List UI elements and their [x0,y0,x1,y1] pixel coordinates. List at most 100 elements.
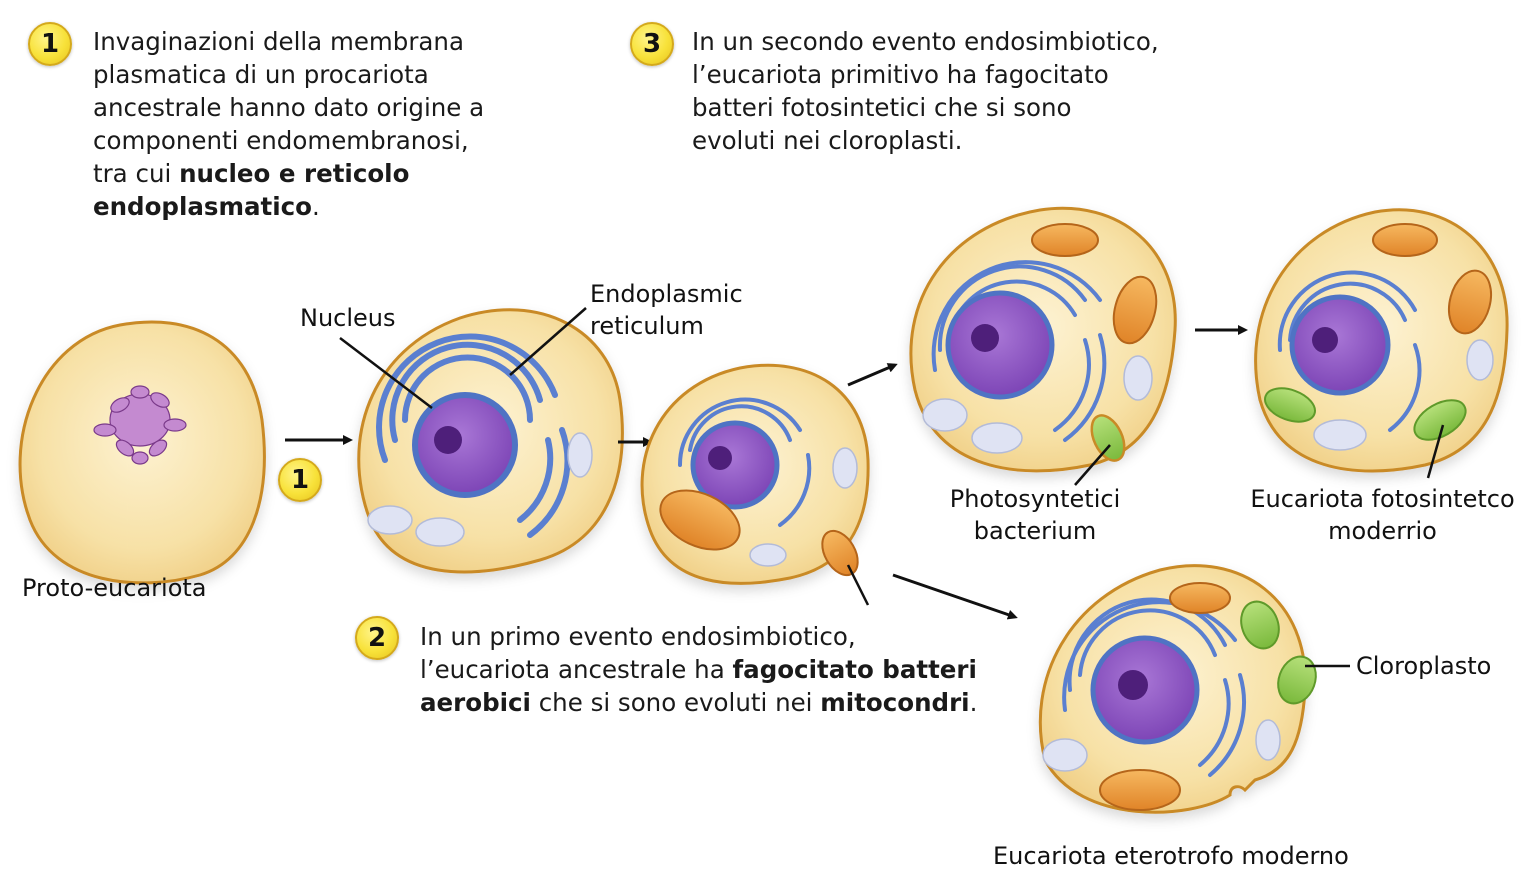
text-run: evoluti nei cloroplasti. [692,126,963,155]
step-text-line: aerobici che si sono evoluti nei mitocon… [420,686,977,719]
vacuole [415,517,465,547]
vacuole [1042,738,1088,772]
text-run: . [969,688,978,717]
chromatin-cluster [93,385,187,465]
modern-heterotroph-eukaryote-cell [1038,564,1350,814]
mitochondrion [1031,223,1099,257]
mitochondrion [1372,223,1438,257]
vacuole [1313,419,1367,451]
text-run: ancestrale hanno dato origine a [93,93,485,122]
step-badge-3: 3 [630,22,674,66]
chloroplast [1264,387,1316,423]
bold-term: mitocondri [820,688,970,717]
step-text-line: tra cui nucleo e reticolo [93,157,484,190]
text-run: l’eucariota primitivo ha fagocitato [692,60,1109,89]
mitochondrion [1169,582,1231,614]
early-eukaryote-cell [357,308,624,574]
bold-term: endoplasmatico [93,192,313,221]
vacuole [832,447,858,489]
label-er-line2: reticulum [590,312,704,340]
step-text-line: Invaginazioni della membrana [93,25,484,58]
vacuole [922,398,968,432]
text-run: . [312,192,320,221]
step-text-line: plasmatica di un procariota [93,58,484,91]
text-run: che si sono evoluti nei [530,688,821,717]
label-er-line1: Endoplasmic [590,280,743,308]
step-text-line: componenti endomembranosi, [93,124,484,157]
endoplasmic-reticulum [677,397,812,527]
nucleolus [971,324,999,352]
mitochondrion [1447,269,1493,335]
endoplasmic-reticulum [1277,270,1422,432]
text-run: Invaginazioni della membrana [93,27,464,56]
step-text-line: endoplasmatico. [93,190,484,223]
nucleus [412,392,518,498]
chloroplast [1277,655,1317,705]
label-proto-eukaryote: Proto-eucariota [22,574,207,602]
nucleolus [708,446,732,470]
step-text-line: In un primo evento endosimbiotico, [420,620,977,653]
step-2-text: In un primo evento endosimbiotico,l’euca… [420,620,977,719]
nucleolus [1312,327,1338,353]
mitochondrion [659,489,741,551]
nucleus [1289,294,1391,396]
step-text-line: l’eucariota ancestrale ha fagocitato bat… [420,653,977,686]
bacterium-pointer [846,564,870,606]
step-text-line: l’eucariota primitivo ha fagocitato [692,58,1159,91]
nucleus [945,290,1055,400]
label-chloroplast: Cloroplasto [1356,652,1492,680]
label-modern-photosynthetic: Eucariota fotosintetco moderrio [1245,483,1520,547]
arrow-step-3-up [847,363,898,387]
step-text-line: In un secondo evento endosimbiotico, [692,25,1159,58]
vacuole [1123,355,1153,401]
bold-term: nucleo e reticolo [179,159,410,188]
text-run: tra cui [93,159,180,188]
nucleolus [1118,670,1148,700]
bold-term: fagocitato batteri [732,655,977,684]
photo-bacterium-pointer [1074,444,1111,486]
arrow-to-heterotroph [892,573,1018,620]
mitochondrion [1099,769,1181,811]
ancestral-eukaryote-cell [640,363,870,606]
label-photo-bact-line1: Photosyntetici [949,485,1121,513]
label-modern-photo-line2: moderrio [1328,517,1437,545]
text-run: In un secondo evento endosimbiotico, [692,27,1159,56]
vacuole [367,505,413,535]
mitochondrion [1112,275,1158,345]
text-run: componenti endomembranosi, [93,126,469,155]
text-run: In un primo evento endosimbiotico, [420,622,856,651]
label-photosynthetic-bacterium: Photosyntetici bacterium [935,483,1135,547]
proto-eukaryote-cell [18,320,266,585]
step-3-text: In un secondo evento endosimbiotico, l’eu… [692,25,1159,157]
vacuole [567,432,593,478]
step-badge-1: 1 [28,22,72,66]
text-run: plasmatica di un procariota [93,60,429,89]
modern-photosynthetic-eukaryote-cell [1254,208,1509,479]
nucleolus [434,426,462,454]
label-modern-heterotroph: Eucariota eterotrofo moderno [993,842,1349,870]
step-text-line: evoluti nei cloroplasti. [692,124,1159,157]
endoplasmic-reticulum [1062,597,1246,777]
step-text-line: ancestrale hanno dato origine a [93,91,484,124]
label-nucleus: Nucleus [300,304,396,332]
label-modern-photo-line1: Eucariota fotosintetco [1250,485,1515,513]
text-run: l’eucariota ancestrale ha [420,655,733,684]
nucleus-pointer [339,337,433,409]
text-run: batteri fotosintetici che si sono [692,93,1072,122]
modern-photo-pointer [1426,424,1445,479]
arrow-badge-1: 1 [278,458,322,502]
photosynthetic-bacterium [1090,414,1126,462]
label-photo-bact-line2: bacterium [973,517,1097,545]
endoplasmic-reticulum [376,333,571,538]
vacuole [1255,719,1281,761]
vacuole [1466,339,1494,381]
vacuole [749,543,787,567]
step-badge-2: 2 [355,616,399,660]
chloroplast [1240,600,1280,650]
label-endoplasmic-reticulum: Endoplasmic reticulum [590,278,743,342]
chloroplast [1413,399,1467,441]
bold-term: aerobici [420,688,531,717]
er-pointer [509,307,587,376]
nucleus [690,420,780,510]
